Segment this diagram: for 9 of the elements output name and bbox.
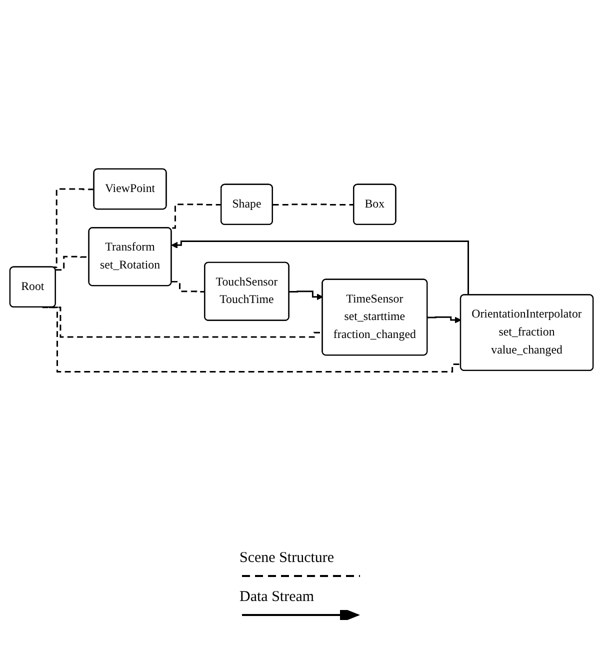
connector bbox=[172, 280, 205, 292]
connector bbox=[42, 306, 461, 372]
connector bbox=[56, 256, 90, 270]
arrow bbox=[427, 316, 462, 323]
connector bbox=[272, 203, 354, 206]
arrow bbox=[289, 290, 324, 300]
legend-label: Scene Structure bbox=[240, 550, 334, 567]
legend-label: Data Stream bbox=[240, 589, 314, 606]
connector bbox=[48, 306, 323, 338]
